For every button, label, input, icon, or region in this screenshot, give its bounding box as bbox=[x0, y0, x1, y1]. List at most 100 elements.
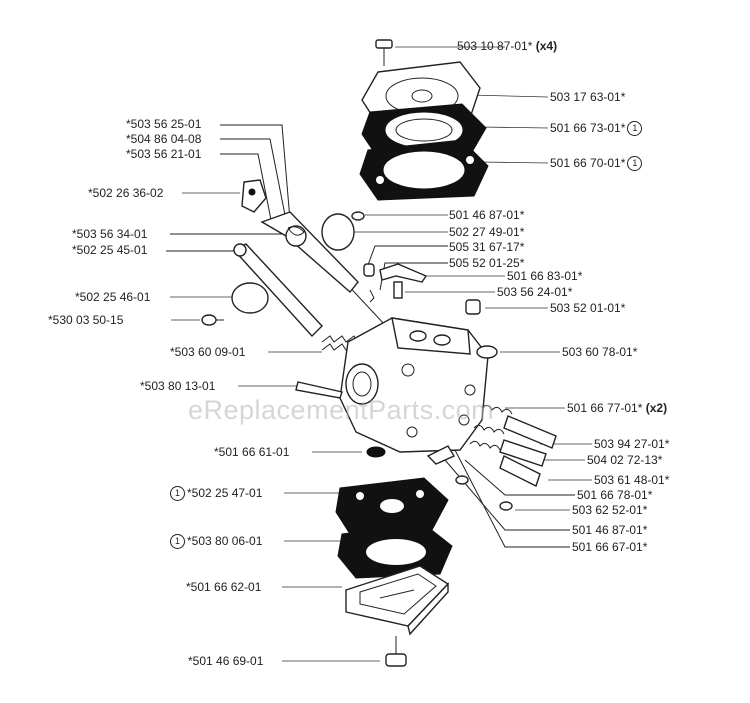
part-label: *503 56 21-01 bbox=[126, 147, 201, 161]
pump-gasket bbox=[359, 139, 489, 201]
throttle-screw bbox=[351, 211, 365, 221]
part-number: 503 52 01-01* bbox=[550, 301, 626, 315]
part-label: 501 66 67-01* bbox=[572, 540, 647, 554]
part-label: 501 46 87-01* bbox=[449, 208, 524, 222]
leader-line bbox=[454, 449, 570, 548]
metering-cover bbox=[345, 565, 450, 636]
part-label: *530 03 50-15 bbox=[48, 313, 123, 327]
part-label: 501 66 73-01*1 bbox=[550, 121, 644, 137]
part-label: *503 56 34-01 bbox=[72, 227, 147, 241]
part-number: 501 66 77-01* bbox=[567, 401, 643, 415]
part-label: 504 02 72-13* bbox=[587, 453, 662, 467]
leader-line bbox=[220, 153, 273, 226]
part-number: 501 66 78-01* bbox=[577, 488, 653, 502]
screw-bottom bbox=[385, 636, 407, 667]
part-label: 505 31 67-17* bbox=[449, 240, 524, 254]
part-number: *503 80 06-01 bbox=[187, 534, 263, 548]
choke-screw bbox=[201, 314, 224, 326]
limiter-cap bbox=[426, 445, 456, 465]
part-number: 503 10 87-01* bbox=[457, 39, 533, 53]
throttle-shaft bbox=[260, 211, 359, 294]
choke-shaft bbox=[232, 243, 323, 338]
part-number: *502 25 46-01 bbox=[75, 290, 151, 304]
spring-small bbox=[369, 289, 375, 303]
part-number: *501 46 69-01 bbox=[188, 654, 264, 668]
low-needle bbox=[499, 439, 547, 467]
leader-lines bbox=[166, 46, 592, 662]
leader-line bbox=[367, 245, 448, 266]
leader-line bbox=[464, 459, 575, 496]
part-label: *501 66 62-01 bbox=[186, 580, 261, 594]
part-number: 503 62 52-01* bbox=[572, 503, 648, 517]
leader-line bbox=[479, 126, 549, 129]
part-qty: (x2) bbox=[645, 401, 668, 415]
part-number: 504 02 72-13* bbox=[587, 453, 663, 467]
part-number: 503 61 48-01* bbox=[594, 473, 670, 487]
callout-symbol: 1 bbox=[627, 121, 643, 137]
leader-line bbox=[379, 262, 448, 291]
part-label: 501 66 78-01* bbox=[577, 488, 652, 502]
part-number: 503 60 78-01* bbox=[562, 345, 638, 359]
part-label: *501 46 69-01 bbox=[188, 654, 263, 668]
leader-line bbox=[220, 124, 291, 221]
part-label: 501 66 70-01*1 bbox=[550, 156, 644, 172]
metering-gasket bbox=[337, 523, 453, 579]
part-label: 501 66 83-01* bbox=[507, 269, 582, 283]
part-number: *503 56 21-01 bbox=[126, 147, 202, 161]
leader-line bbox=[479, 161, 549, 164]
part-label: 503 94 27-01* bbox=[594, 437, 669, 451]
metering-lever bbox=[363, 263, 428, 299]
watermark: eReplacementParts.com bbox=[188, 395, 495, 425]
part-label: *501 66 61-01 bbox=[214, 445, 289, 459]
callout-symbol: 1 bbox=[170, 486, 185, 502]
part-number: *501 66 62-01 bbox=[186, 580, 262, 594]
part-number: *503 56 25-01 bbox=[126, 117, 202, 131]
callout-symbol: 1 bbox=[170, 534, 185, 550]
part-number: *501 66 61-01 bbox=[214, 445, 290, 459]
part-number: *502 25 47-01 bbox=[187, 486, 263, 500]
part-number: 501 66 70-01* bbox=[550, 156, 626, 170]
part-label: *503 60 09-01 bbox=[170, 345, 245, 359]
needle-springs bbox=[469, 404, 513, 451]
part-number: 501 46 87-01* bbox=[572, 523, 648, 537]
small-plug bbox=[366, 446, 386, 458]
part-label: 502 27 49-01* bbox=[449, 225, 524, 239]
part-number: *503 56 34-01 bbox=[72, 227, 148, 241]
part-number: *502 26 36-02 bbox=[88, 186, 164, 200]
callout-symbol: 1 bbox=[627, 156, 643, 172]
part-number: 505 31 67-17* bbox=[449, 240, 525, 254]
lever-bracket bbox=[241, 179, 267, 213]
cover-screw bbox=[455, 475, 513, 511]
screw-top bbox=[375, 39, 393, 66]
part-label: 503 17 63-01* bbox=[550, 90, 625, 104]
part-number: *503 80 13-01 bbox=[140, 379, 216, 393]
part-label: *504 86 04-08 bbox=[126, 132, 201, 146]
carburetor-body bbox=[339, 317, 489, 453]
part-label: 503 61 48-01* bbox=[594, 473, 669, 487]
welch-plug bbox=[476, 345, 498, 359]
part-number: 501 46 87-01* bbox=[449, 208, 525, 222]
part-label: 503 62 52-01* bbox=[572, 503, 647, 517]
part-number: 503 94 27-01* bbox=[594, 437, 670, 451]
part-label: 501 46 87-01* bbox=[572, 523, 647, 537]
part-label: 503 10 87-01* (x4) bbox=[457, 39, 557, 53]
part-label: 505 52 01-25* bbox=[449, 256, 524, 270]
part-number: 502 27 49-01* bbox=[449, 225, 525, 239]
part-number: 505 52 01-25* bbox=[449, 256, 525, 270]
inlet-plug bbox=[465, 299, 481, 315]
fuel-fitting bbox=[295, 381, 343, 399]
part-label: 503 60 78-01* bbox=[562, 345, 637, 359]
metering-diaphragm bbox=[335, 477, 449, 535]
part-label: 1*502 25 47-01 bbox=[168, 486, 263, 502]
part-number: 503 17 63-01* bbox=[550, 90, 626, 104]
part-label: *503 56 25-01 bbox=[126, 117, 201, 131]
part-number: *504 86 04-08 bbox=[126, 132, 202, 146]
part-label: 503 52 01-01* bbox=[550, 301, 625, 315]
part-label: 503 56 24-01* bbox=[497, 285, 572, 299]
leader-line bbox=[220, 138, 286, 216]
part-number: *503 60 09-01 bbox=[170, 345, 246, 359]
part-number: 503 56 24-01* bbox=[497, 285, 573, 299]
choke-plate bbox=[231, 282, 269, 314]
part-label: *502 26 36-02 bbox=[88, 186, 163, 200]
